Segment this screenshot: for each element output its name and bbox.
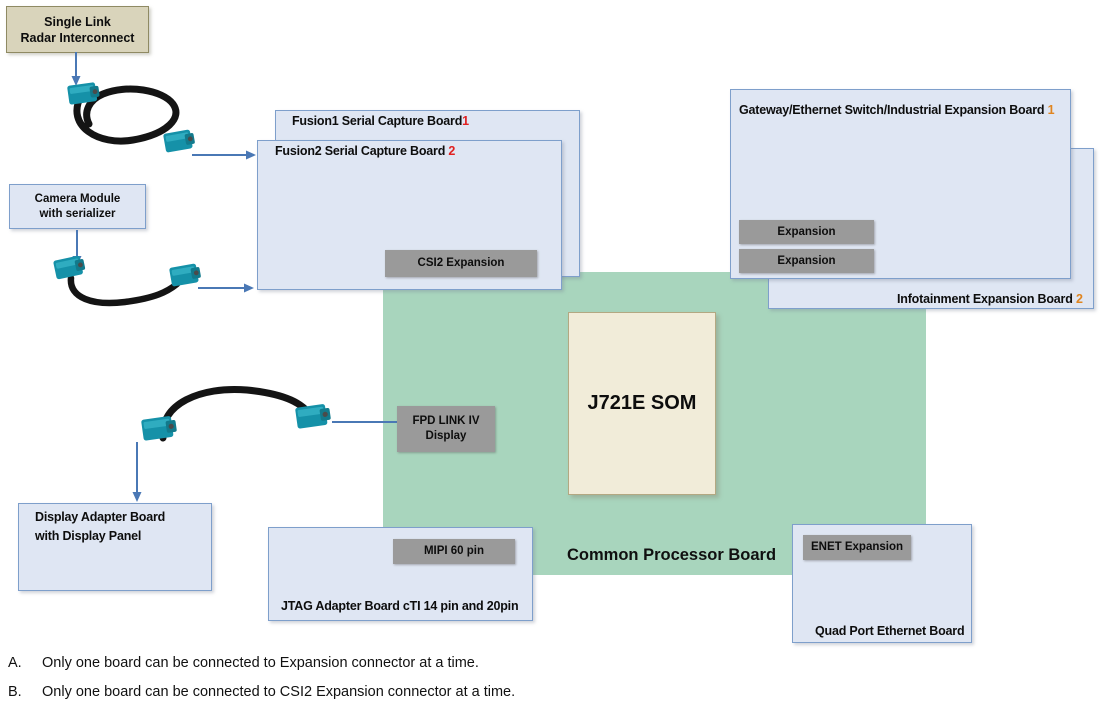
display-adapter-line1: Display Adapter Board [35,510,166,524]
infotainment-board-title: Infotainment Expansion Board [897,292,1073,306]
fusion2-board-title: Fusion2 Serial Capture Board [275,144,446,158]
jtag-board-title: JTAG Adapter Board cTI 14 pin and 20pin [281,599,519,613]
quad-port-ethernet-board-label: Quad Port Ethernet Board [815,624,965,638]
camera-module-box: Camera Module with serializer [9,184,146,229]
display-adapter-line2: with Display Panel [35,529,142,544]
fpd-link-line2: Display [425,430,467,442]
gateway-ethernet-switch-industrial-expansion-board[interactable] [730,89,1071,279]
expansion-top-label: Expansion [777,225,836,238]
expansion-connector-top[interactable]: Expansion [739,220,874,244]
fusion2-board-number: 2 [448,144,456,158]
quad-ethernet-title: Quad Port Ethernet Board [815,624,965,638]
enet-expansion-label: ENET Expansion [810,541,904,554]
radar-box-line2: Radar Interconnect [20,30,135,45]
j721e-som: J721E SOM [568,312,716,495]
fusion1-board-title: Fusion1 Serial Capture Board [292,114,463,128]
gateway-board-label: Gateway/Ethernet Switch/Industrial Expan… [739,103,1055,117]
infotainment-board-number: 2 [1075,292,1083,306]
camera-box-line2: with serializer [39,207,116,220]
gateway-board-title: Gateway/Ethernet Switch/Industrial Expan… [739,103,1045,117]
enet-expansion-connector[interactable]: ENET Expansion [803,535,911,560]
display-adapter-board-label: Display Adapter Board with Display Panel [35,508,165,547]
camera-box-line1: Camera Module [34,192,121,205]
radar-coax-cable [67,82,195,153]
note-b-key: B. [8,684,22,700]
radar-box-line1: Single Link [44,14,111,29]
display-fakra-cable [141,385,331,442]
fusion1-board-number: 1 [462,114,469,128]
display-cable-to-adapter-arrow [132,442,142,502]
expansion-connector-bottom[interactable]: Expansion [739,249,874,273]
camera-to-fusion-arrow [198,283,254,293]
display-cable-to-fpdlink-line [332,421,400,423]
csi2-expansion-label: CSI2 Expansion [417,257,505,270]
camera-coax-cable [53,255,201,307]
note-item: A. Only one board can be connected to Ex… [0,655,1100,684]
gateway-board-number: 1 [1047,103,1055,117]
fpd-link-line1: FPD LINK IV [412,415,480,428]
radar-to-fusion-arrow [192,150,256,160]
display-adapter-board[interactable] [18,503,212,591]
mipi-60pin-connector[interactable]: MIPI 60 pin [393,539,515,564]
note-b-text: Only one board can be connected to CSI2 … [42,684,516,700]
note-a-text: Only one board can be connected to Expan… [42,655,479,671]
infotainment-board-label: Infotainment Expansion Board 2 [897,292,1083,306]
note-a-key: A. [8,655,22,671]
single-link-radar-interconnect-box: Single Link Radar Interconnect [6,6,149,53]
fusion2-board-label: Fusion2 Serial Capture Board 2 [275,144,455,158]
jtag-adapter-board-label: JTAG Adapter Board cTI 14 pin and 20pin [281,599,519,613]
csi2-expansion-connector[interactable]: CSI2 Expansion [385,250,537,277]
footer-notes: A. Only one board can be connected to Ex… [0,655,1100,713]
som-label: J721E SOM [587,392,697,414]
common-processor-board-label: Common Processor Board [567,546,777,564]
fpd-link-iv-display-connector[interactable]: FPD LINK IV Display [397,406,495,452]
fusion1-board-label: Fusion1 Serial Capture Board1 [292,114,469,128]
note-item: B. Only one board can be connected to CS… [0,684,1100,713]
expansion-bottom-label: Expansion [777,254,836,267]
mipi-60pin-label: MIPI 60 pin [423,545,485,558]
radar-to-cable-arrow [71,52,81,86]
